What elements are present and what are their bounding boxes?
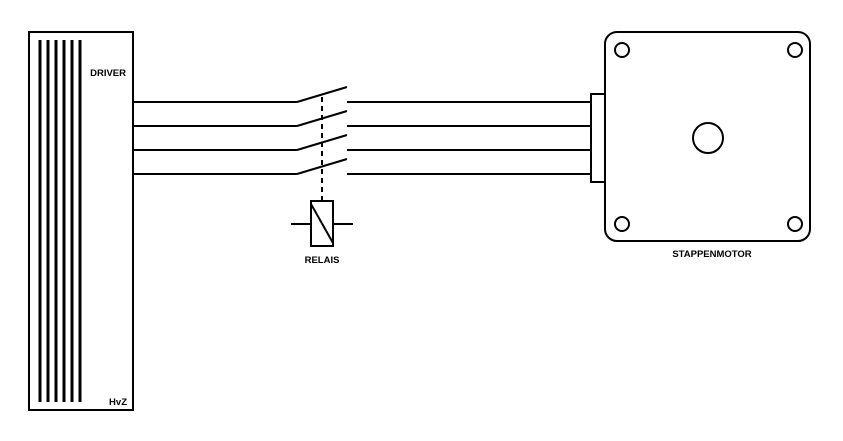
relay-coil bbox=[291, 200, 353, 247]
contact-blade-1 bbox=[296, 86, 348, 103]
motor-label: STAPPENMOTOR bbox=[672, 249, 751, 260]
motor-connector bbox=[590, 93, 606, 183]
contact-blade-4 bbox=[296, 158, 348, 175]
driver-signature: HvZ bbox=[109, 397, 127, 408]
driver-box bbox=[28, 31, 134, 411]
driver-unit: DRIVER HvZ bbox=[28, 31, 134, 411]
motor-body bbox=[604, 31, 811, 242]
driver-heatsink-fins bbox=[38, 40, 82, 402]
motor-shaft bbox=[692, 122, 724, 154]
mount-hole-top-right bbox=[787, 42, 803, 58]
driver-side-wires bbox=[133, 101, 297, 175]
mount-hole-top-left bbox=[614, 42, 630, 58]
stepper-motor bbox=[590, 31, 811, 242]
driver-label: DRIVER bbox=[90, 68, 126, 79]
mount-hole-bottom-left bbox=[614, 216, 630, 232]
relay-label: RELAIS bbox=[305, 255, 340, 266]
mount-hole-bottom-right bbox=[787, 216, 803, 232]
motor-side-wires bbox=[347, 101, 591, 175]
